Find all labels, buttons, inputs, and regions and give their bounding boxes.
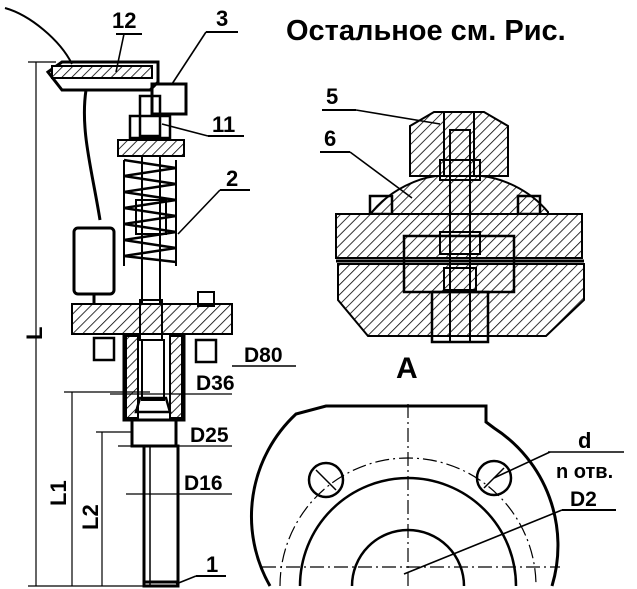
callout-1: 1 — [206, 552, 218, 577]
bolt-hole-right — [475, 459, 513, 497]
dim-D25: D25 — [190, 424, 229, 447]
dim-d-hole: d — [578, 428, 591, 453]
pipe-d16-part-1 — [142, 444, 180, 588]
flange-outer-edge — [249, 404, 560, 587]
lower-flange — [337, 263, 585, 337]
bracket-section — [51, 65, 153, 79]
cap-part-3 — [150, 82, 188, 116]
dim-L1: L1 — [46, 480, 71, 506]
dim-D2: D2 — [570, 488, 597, 511]
dim-L: L — [22, 327, 47, 340]
inner-stem — [449, 129, 471, 343]
dim-L2: L2 — [78, 504, 103, 530]
main-assembly-drawing: 12 3 11 2 1 L L1 L2 D80 D36 D25 D16 — [4, 6, 296, 588]
callout-11: 11 — [212, 112, 235, 137]
caption-see-figure: Остальное см. Рис. — [286, 15, 566, 47]
section-label-a: A — [396, 352, 418, 385]
dimension-lines — [28, 31, 296, 587]
dim-D36: D36 — [196, 372, 235, 395]
flange-bolt-right — [194, 338, 218, 364]
callout-3: 3 — [216, 6, 228, 31]
valve-seat — [134, 396, 172, 414]
dim-n-holes: n отв. — [556, 461, 613, 483]
flange-plan-drawing — [249, 404, 624, 587]
callout-12: 12 — [112, 8, 136, 33]
sensor-tube — [82, 89, 102, 221]
bolt-hole-left — [307, 461, 345, 499]
dim-D16: D16 — [184, 472, 223, 495]
pipe-d25 — [130, 418, 178, 448]
section-view-drawing — [320, 109, 585, 344]
callout-5: 5 — [326, 84, 338, 109]
spring-plate — [117, 139, 185, 157]
dim-D80: D80 — [244, 344, 283, 367]
sensor-body — [72, 226, 116, 296]
top-bracket — [45, 60, 160, 92]
main-flange — [71, 303, 233, 335]
flange-bolt-left — [92, 336, 116, 362]
callout-2: 2 — [226, 166, 238, 191]
callout-6: 6 — [324, 126, 336, 151]
cable — [4, 7, 73, 65]
spring-part-2 — [123, 158, 177, 266]
top-nut-part-5 — [409, 111, 509, 177]
